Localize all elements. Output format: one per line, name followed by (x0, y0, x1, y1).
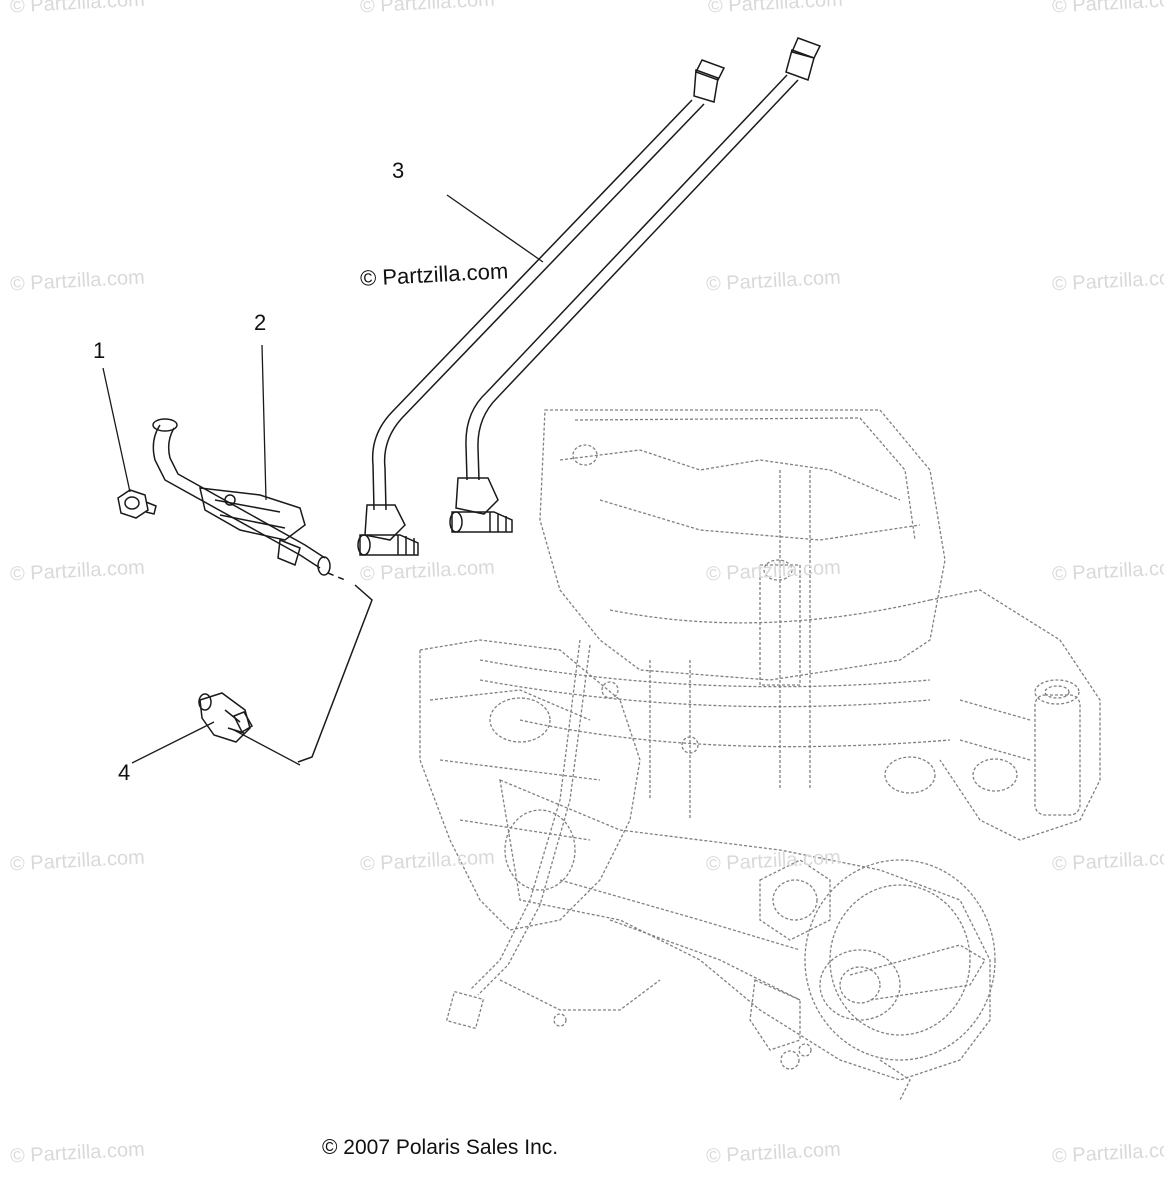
leader-lines (102, 194, 544, 766)
engine-assembly (419, 409, 1101, 1101)
copyright-text: © 2007 Polaris Sales Inc. (322, 1136, 559, 1159)
part-1-nut (117, 489, 157, 519)
callout-1: 1 (93, 338, 106, 363)
callout-4: 4 (118, 760, 131, 785)
callout-2: 2 (254, 310, 267, 335)
assembly-bracket (297, 572, 373, 763)
part-2-cap-assembly (152, 418, 331, 576)
callout-3: 3 (392, 158, 405, 183)
part-3-spark-plug-wires (357, 37, 822, 556)
